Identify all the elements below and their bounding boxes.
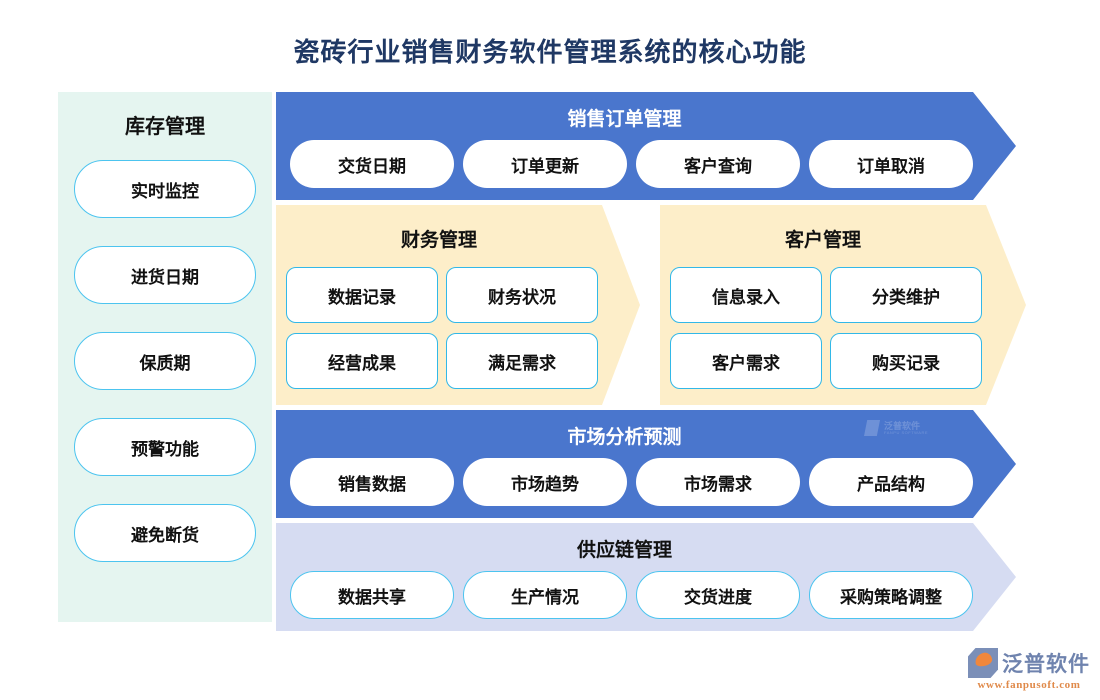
item-order-update[interactable]: 订单更新 <box>463 140 627 188</box>
section-customer-title: 客户管理 <box>784 230 861 251</box>
item-production-status[interactable]: 生产情况 <box>463 571 627 619</box>
item-meet-demand[interactable]: 满足需求 <box>446 333 598 389</box>
sidebar-item-shelf-life[interactable]: 保质期 <box>74 332 256 390</box>
item-procurement-strategy[interactable]: 采购策略调整 <box>809 571 973 619</box>
item-delivery-date[interactable]: 交货日期 <box>290 140 454 188</box>
sidebar-item-list: 实时监控 进货日期 保质期 预警功能 避免断货 <box>58 160 272 590</box>
section-supply-chain: 供应链管理 数据共享 生产情况 交货进度 采购策略调整 <box>276 523 1016 631</box>
item-sales-data[interactable]: 销售数据 <box>290 458 454 506</box>
item-info-entry[interactable]: 信息录入 <box>670 267 822 323</box>
page-title: 瓷砖行业销售财务软件管理系统的核心功能 <box>293 37 807 67</box>
sidebar-item-realtime-monitor[interactable]: 实时监控 <box>74 160 256 218</box>
sections-column: 销售订单管理 交货日期 订单更新 客户查询 订单取消 财务管理 数据记录 财务状… <box>276 92 1076 631</box>
sidebar-inventory-management: 库存管理 实时监控 进货日期 保质期 预警功能 避免断货 <box>58 92 272 622</box>
item-data-record[interactable]: 数据记录 <box>286 267 438 323</box>
section-finance-items: 数据记录 财务状况 经营成果 满足需求 <box>286 267 598 389</box>
section-market-title: 市场分析预测 <box>567 427 682 448</box>
section-customer-management: 客户管理 信息录入 分类维护 客户需求 购买记录 <box>660 205 1026 405</box>
item-customer-query[interactable]: 客户查询 <box>636 140 800 188</box>
section-finance-title: 财务管理 <box>400 230 477 251</box>
sidebar-item-avoid-stockout[interactable]: 避免断货 <box>74 504 256 562</box>
item-data-sharing[interactable]: 数据共享 <box>290 571 454 619</box>
section-supply-chain-items: 数据共享 生产情况 交货进度 采购策略调整 <box>290 571 973 619</box>
brand-logo: 泛普软件 www.fanpusoft.com <box>968 648 1090 691</box>
item-customer-demand[interactable]: 客户需求 <box>670 333 822 389</box>
sidebar-title: 库存管理 <box>125 116 205 138</box>
sidebar-item-alert-function[interactable]: 预警功能 <box>74 418 256 476</box>
section-finance-management: 财务管理 数据记录 财务状况 经营成果 满足需求 <box>276 205 640 405</box>
section-sales-order: 销售订单管理 交货日期 订单更新 客户查询 订单取消 <box>276 92 1016 200</box>
item-operating-results[interactable]: 经营成果 <box>286 333 438 389</box>
brand-name: 泛普软件 <box>1002 653 1090 676</box>
section-customer-items: 信息录入 分类维护 客户需求 购买记录 <box>670 267 982 389</box>
item-market-trend[interactable]: 市场趋势 <box>463 458 627 506</box>
item-market-demand[interactable]: 市场需求 <box>636 458 800 506</box>
item-purchase-record[interactable]: 购买记录 <box>830 333 982 389</box>
section-supply-chain-title: 供应链管理 <box>576 540 672 561</box>
item-delivery-progress[interactable]: 交货进度 <box>636 571 800 619</box>
section-market-analysis: 市场分析预测 泛普软件 FANPU SOFTWARE 销售数据 市场趋势 市场需… <box>276 410 1016 518</box>
item-order-cancel[interactable]: 订单取消 <box>809 140 973 188</box>
cream-section-row: 财务管理 数据记录 财务状况 经营成果 满足需求 客户管理 信息录入 分类维护 … <box>276 205 1076 405</box>
item-financial-status[interactable]: 财务状况 <box>446 267 598 323</box>
fanpu-mark-icon <box>968 648 998 678</box>
sidebar-item-purchase-date[interactable]: 进货日期 <box>74 246 256 304</box>
item-category-maintenance[interactable]: 分类维护 <box>830 267 982 323</box>
section-market-items: 销售数据 市场趋势 市场需求 产品结构 <box>290 458 973 506</box>
brand-url: www.fanpusoft.com <box>977 679 1081 691</box>
item-product-structure[interactable]: 产品结构 <box>809 458 973 506</box>
section-sales-order-title: 销售订单管理 <box>567 109 682 130</box>
section-sales-order-items: 交货日期 订单更新 客户查询 订单取消 <box>290 140 973 188</box>
brand-logo-row: 泛普软件 <box>968 648 1090 678</box>
